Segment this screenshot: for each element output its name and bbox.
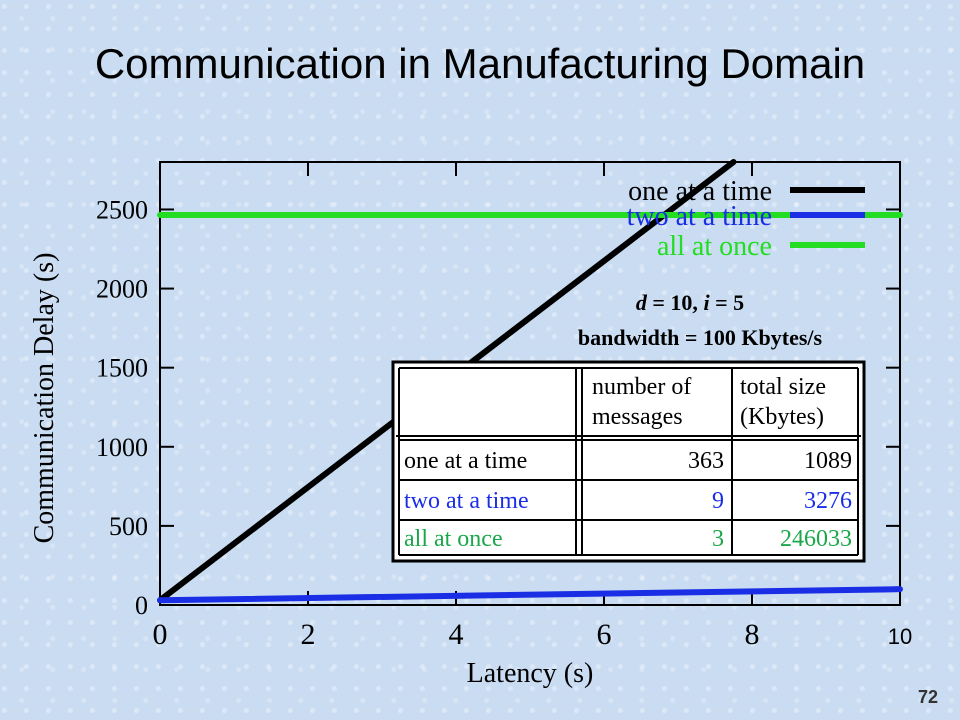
annotation-line-2: bandwidth = 100 Kbytes/s — [578, 325, 823, 350]
table-row-size-one: 1089 — [804, 448, 852, 474]
x-axis-label: Latency (s) — [467, 658, 594, 689]
annotation-i-value: = 5 — [710, 290, 745, 315]
legend-label: one at a time — [628, 176, 772, 207]
table-header-size-2: (Kbytes) — [740, 404, 824, 430]
table-header-messages-2: messages — [592, 404, 683, 430]
page-number: 72 — [917, 687, 938, 707]
x-tick-label: 10 — [888, 624, 912, 649]
slide-title: Communication in Manufacturing Domain — [94, 40, 866, 87]
annotation-d: d — [636, 290, 648, 315]
table-row-messages-two: 9 — [712, 488, 724, 514]
x-tick-label: 6 — [597, 618, 612, 651]
plot-frame — [159, 161, 901, 606]
table-row-label-all: all at once — [404, 526, 503, 552]
axis-ticks: 0 500 1000 1500 2000 2500 0 2 4 6 8 10 — [96, 162, 912, 651]
series-line — [157, 586, 903, 604]
x-tick-label: 8 — [745, 618, 760, 651]
table-row-label-one: one at a time — [404, 448, 527, 474]
summary-table: number of messages total size (Kbytes) o… — [391, 360, 866, 563]
x-tick-label: 2 — [301, 618, 316, 651]
annotation-i: i — [703, 290, 710, 315]
table-row-size-two: 3276 — [804, 488, 852, 514]
table-row-messages-one: 363 — [688, 448, 724, 474]
y-tick-label: 2000 — [96, 275, 148, 304]
table-border — [391, 360, 866, 563]
y-tick-label: 1000 — [96, 433, 148, 462]
table-header-size-1: total size — [740, 374, 826, 400]
annotation: d = 10, i = 5 bandwidth = 100 Kbytes/s — [578, 290, 823, 350]
table-header-messages-1: number of — [592, 374, 691, 400]
legend-label: two at a time — [627, 201, 772, 232]
legend-label: all at once — [657, 231, 772, 262]
x-tick-label: 0 — [153, 618, 168, 651]
table-row-label-two: two at a time — [404, 488, 529, 514]
annotation-d-value: = 10, — [647, 290, 704, 315]
y-tick-label: 1500 — [96, 354, 148, 383]
y-tick-label: 2500 — [96, 195, 148, 224]
y-tick-label: 0 — [135, 591, 148, 620]
table-row-messages-all: 3 — [712, 526, 724, 552]
y-axis-label: Communication Delay (s) — [29, 253, 60, 544]
y-tick-label: 500 — [109, 512, 148, 541]
annotation-line-1: d = 10, i = 5 — [636, 290, 744, 315]
x-tick-label: 4 — [449, 618, 464, 651]
table-row-size-all: 246033 — [780, 526, 852, 552]
